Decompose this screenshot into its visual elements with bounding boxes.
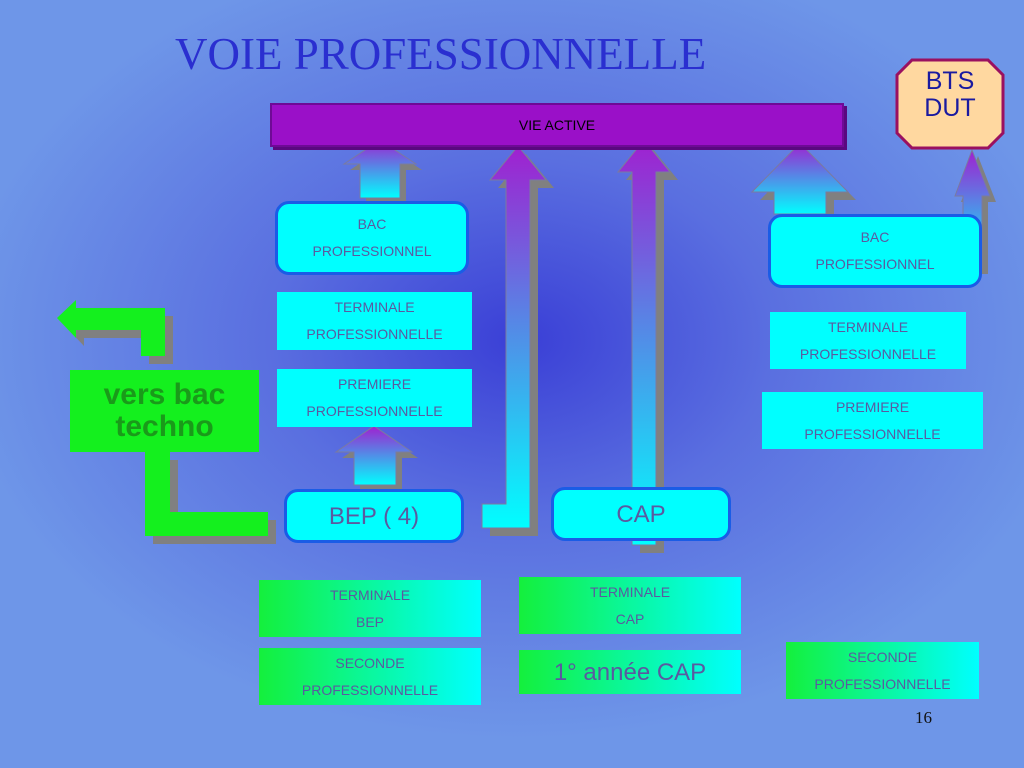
left-bac-label: BAC xyxy=(357,216,387,232)
vers-bac-label: vers bac xyxy=(103,378,226,411)
left-seconde-label: SECONDE xyxy=(335,654,405,671)
left-premiere-label: PREMIERE xyxy=(337,376,412,392)
page-title: VOIE PROFESSIONNELLE xyxy=(175,29,707,79)
terminale-cap-label-2: CAP xyxy=(615,610,645,627)
right-seconde-pro-box: SECONDE PROFESSIONNELLE xyxy=(786,642,979,699)
right-terminale-pro-label: PROFESSIONNELLE xyxy=(799,345,937,362)
vers-bac-techno-box: vers bac techno xyxy=(70,370,259,452)
bep-box: BEP ( 4) xyxy=(284,489,464,543)
terminale-bep-label-2: BEP xyxy=(355,613,384,630)
left-seconde-pro-box: SECONDE PROFESSIONNELLE xyxy=(259,648,481,705)
right-professionnel-label: PROFESSIONNEL xyxy=(815,256,935,272)
up-arrow-bep-to-premiere xyxy=(334,425,418,491)
techno-label: techno xyxy=(115,410,214,443)
vie-active-bar: VIE ACTIVE xyxy=(270,103,844,147)
terminale-cap-label-1: TERMINALE xyxy=(589,583,671,600)
up-arrow-bep-to-vie-active xyxy=(481,145,554,536)
left-premiere-pro-label: PROFESSIONNELLE xyxy=(306,403,443,419)
up-arrow-right-bac xyxy=(750,142,856,222)
left-terminale-label: TERMINALE xyxy=(334,299,415,315)
left-terminale-pro-label: PROFESSIONNELLE xyxy=(306,326,443,342)
left-professionnel-label: PROFESSIONNEL xyxy=(312,243,432,259)
left-seconde-pro-label: PROFESSIONNELLE xyxy=(301,681,439,698)
dut-label: DUT xyxy=(924,94,976,122)
up-arrow-left-bac xyxy=(342,139,422,204)
right-bac-pro-box: BAC PROFESSIONNEL xyxy=(768,214,982,288)
left-terminale-pro-box: TERMINALE PROFESSIONNELLE xyxy=(277,292,472,350)
left-premiere-pro-box: PREMIERE PROFESSIONNELLE xyxy=(277,369,472,427)
right-premiere-pro-label: PROFESSIONNELLE xyxy=(804,425,941,442)
green-arrow-vers-bac-techno xyxy=(57,300,276,544)
bts-dut-label: BTS DUT xyxy=(897,68,1003,122)
left-bac-pro-box: BAC PROFESSIONNEL xyxy=(275,201,469,275)
right-seconde-label: SECONDE xyxy=(847,648,918,665)
right-terminale-pro-box: TERMINALE PROFESSIONNELLE xyxy=(770,312,966,369)
cap-box: CAP xyxy=(551,487,731,541)
right-premiere-pro-box: PREMIERE PROFESSIONNELLE xyxy=(762,392,983,449)
page-number: 16 xyxy=(915,708,932,727)
terminale-cap-box: TERMINALE CAP xyxy=(519,577,741,634)
terminale-bep-label-1: TERMINALE xyxy=(329,586,411,603)
right-premiere-label: PREMIERE xyxy=(835,398,910,415)
right-bac-label: BAC xyxy=(860,229,890,245)
bts-label: BTS xyxy=(925,67,975,95)
right-terminale-label: TERMINALE xyxy=(827,318,909,335)
right-seconde-pro-label: PROFESSIONNELLE xyxy=(814,675,951,692)
terminale-bep-box: TERMINALE BEP xyxy=(259,580,481,637)
premiere-annee-cap-box: 1° année CAP xyxy=(519,650,741,694)
bts-dut-badge xyxy=(895,58,1005,150)
